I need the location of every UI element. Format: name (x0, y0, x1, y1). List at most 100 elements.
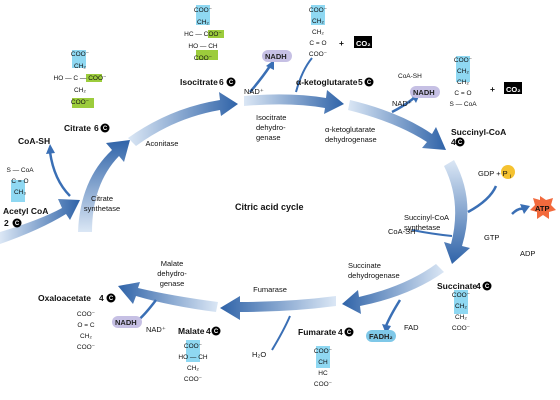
plus-label-2: + (490, 84, 495, 94)
arrow-malate-dh (118, 282, 218, 312)
structure-line: O = C (77, 322, 94, 329)
enzyme-fumarase: Fumarase (253, 285, 287, 294)
side-arrow-h2o (271, 315, 291, 351)
structure-line: CH (318, 359, 328, 366)
side-arrowhead-coa-left (46, 144, 55, 154)
akg-name: α-ketoglutarate (296, 77, 358, 87)
structure-line: HO — CH (178, 354, 208, 361)
side-arrow-co2-1 (295, 57, 313, 93)
structure-line: HO — C — COO⁻ (54, 75, 107, 82)
malate-name: Malate (178, 326, 205, 336)
gdp-label: GDP + P (478, 169, 508, 178)
enzyme-label-line: Aconitase (146, 139, 179, 148)
arrow-akg-dh (348, 100, 446, 150)
side-arrowhead-atp (520, 204, 530, 214)
fadh2-pill (366, 330, 396, 342)
structure-line: CH₂ (455, 314, 467, 321)
akg-carbons: 5 (358, 77, 363, 87)
side-arrow-coa-inner (411, 229, 453, 237)
pi-subscript: i (510, 174, 511, 180)
arrow-fumarase (220, 296, 336, 320)
center-label: Citric acid cycle (235, 202, 304, 212)
nad-label-1: NAD⁺ (244, 87, 264, 96)
nadh-label-1: NADH (265, 52, 287, 61)
acetyl-coa-name: Acetyl CoA (3, 206, 48, 216)
structure-line: HO — CH (188, 43, 218, 50)
coa-sh-inner-label: CoA-SH (388, 227, 416, 236)
structure-line: COO⁻ (184, 343, 203, 350)
enzyme-label-line: α-ketoglutarate (325, 125, 375, 134)
adp-label: ADP (520, 249, 535, 258)
isocitrate-box-bottom (196, 50, 218, 60)
enzyme-label-line: Succinyl-CoA (404, 213, 449, 222)
citrate-box-mid (86, 74, 102, 82)
enzyme-label-line: synthetase (84, 204, 120, 213)
structure-line: COO⁻ (184, 376, 203, 383)
structure-line: CH₂ (74, 87, 86, 94)
structure-line: COO⁻ (314, 348, 333, 355)
co2-box-2 (504, 82, 522, 94)
structure-line: COO⁻ (452, 292, 471, 299)
structure-line: C = O (454, 90, 471, 97)
isocitrate-carbons: 6 (219, 77, 224, 87)
side-arrow-nad1 (249, 65, 272, 93)
fumarate-carbons: 4 (338, 327, 343, 337)
succinyl-coa-box (456, 56, 470, 82)
arrow-aconitase (128, 92, 238, 146)
enzyme-label-line: Fumarase (253, 285, 287, 294)
citrate-box-bottom (72, 98, 94, 108)
oxaloacetate-carbons: 4 (99, 293, 104, 303)
enzyme-label-line: dehydrogenase (348, 271, 400, 280)
nadh-pill-3 (112, 316, 142, 328)
enzyme-aconitase: Aconitase (146, 139, 179, 148)
carbon-glyph: C (485, 284, 490, 290)
carbon-glyph: C (347, 330, 352, 336)
nadh-label-3: NADH (115, 318, 137, 327)
citrate-box-top (72, 50, 86, 68)
fumarate-name: Fumarate (298, 327, 337, 337)
structure-line: CH₂ (312, 18, 324, 25)
structure-line: COO⁻ (452, 325, 471, 332)
structure-line: COO⁻ (454, 57, 473, 64)
citrate-name: Citrate (64, 123, 91, 133)
atp-burst (530, 196, 556, 219)
structure-line: CH₂ (197, 19, 209, 26)
enzyme-label-line: Malate (161, 259, 184, 268)
structure-line: CH₂ (80, 333, 92, 340)
enzyme-label-line: genase (160, 279, 185, 288)
enzyme-label-line: Succinate (348, 261, 381, 270)
structure-line: S — CoA (449, 101, 477, 108)
structure-line: S — CoA (6, 167, 34, 174)
nad-label-2: NAD⁺ (392, 99, 412, 108)
nadh-label-2: NADH (413, 88, 435, 97)
carbon-badge-isocitrate (226, 77, 236, 87)
oxaloacetate-name: Oxaloacetate (38, 293, 91, 303)
enzyme-label-line: dehydrogenase (325, 135, 377, 144)
succinyl-coa-name: Succinyl-CoA (451, 127, 506, 137)
akg-box (311, 5, 325, 25)
structure-line: C = O (309, 40, 326, 47)
structure-line: COO⁻ (71, 51, 90, 58)
isocitrate-name: Isocitrate (180, 77, 218, 87)
isocitrate-box-mid (208, 30, 224, 38)
side-arrow-gtp (467, 185, 498, 214)
fad-label: FAD (404, 323, 419, 332)
carbon-glyph: C (109, 296, 114, 302)
side-arrowhead-fad (382, 324, 391, 334)
succinate-box (454, 290, 468, 314)
carbon-badge-citrate (100, 123, 110, 133)
gdp-pi-circle (501, 165, 515, 179)
carbon-badges (12, 77, 492, 337)
nad-label-3: NAD⁺ (146, 325, 166, 334)
